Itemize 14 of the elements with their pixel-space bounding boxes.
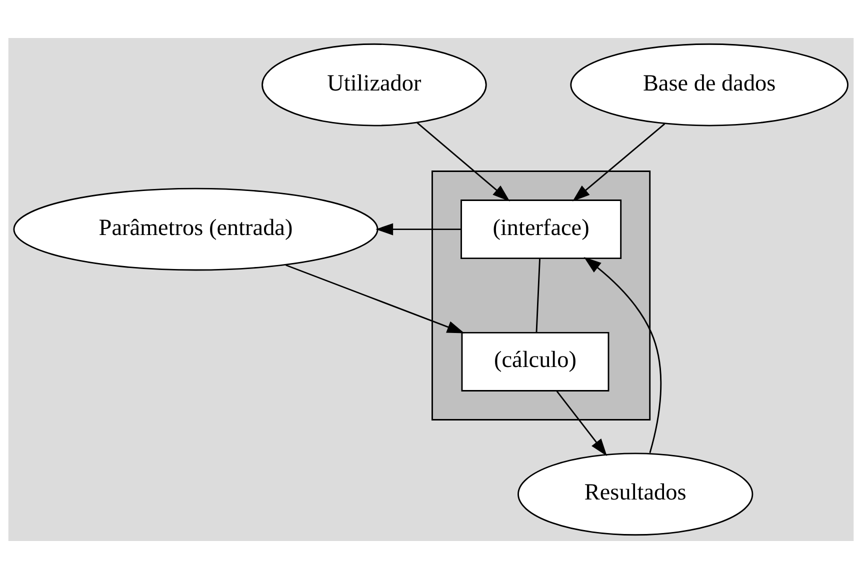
arrow [556, 390, 608, 456]
arrow [286, 264, 464, 334]
node-ellipse: Utilizador [262, 43, 487, 126]
arrow [416, 122, 510, 202]
arrow [376, 223, 461, 236]
arrow [584, 257, 662, 454]
node-ellipse: Base de dados [570, 43, 848, 126]
arrow [572, 123, 666, 202]
cluster [432, 170, 651, 420]
node-box: (interface) [460, 200, 622, 260]
node-ellipse: Parâmetros (entrada) [13, 188, 378, 271]
connector [536, 258, 540, 333]
node-ellipse: Resultados [518, 452, 754, 536]
node-box: (cálculo) [461, 332, 610, 392]
